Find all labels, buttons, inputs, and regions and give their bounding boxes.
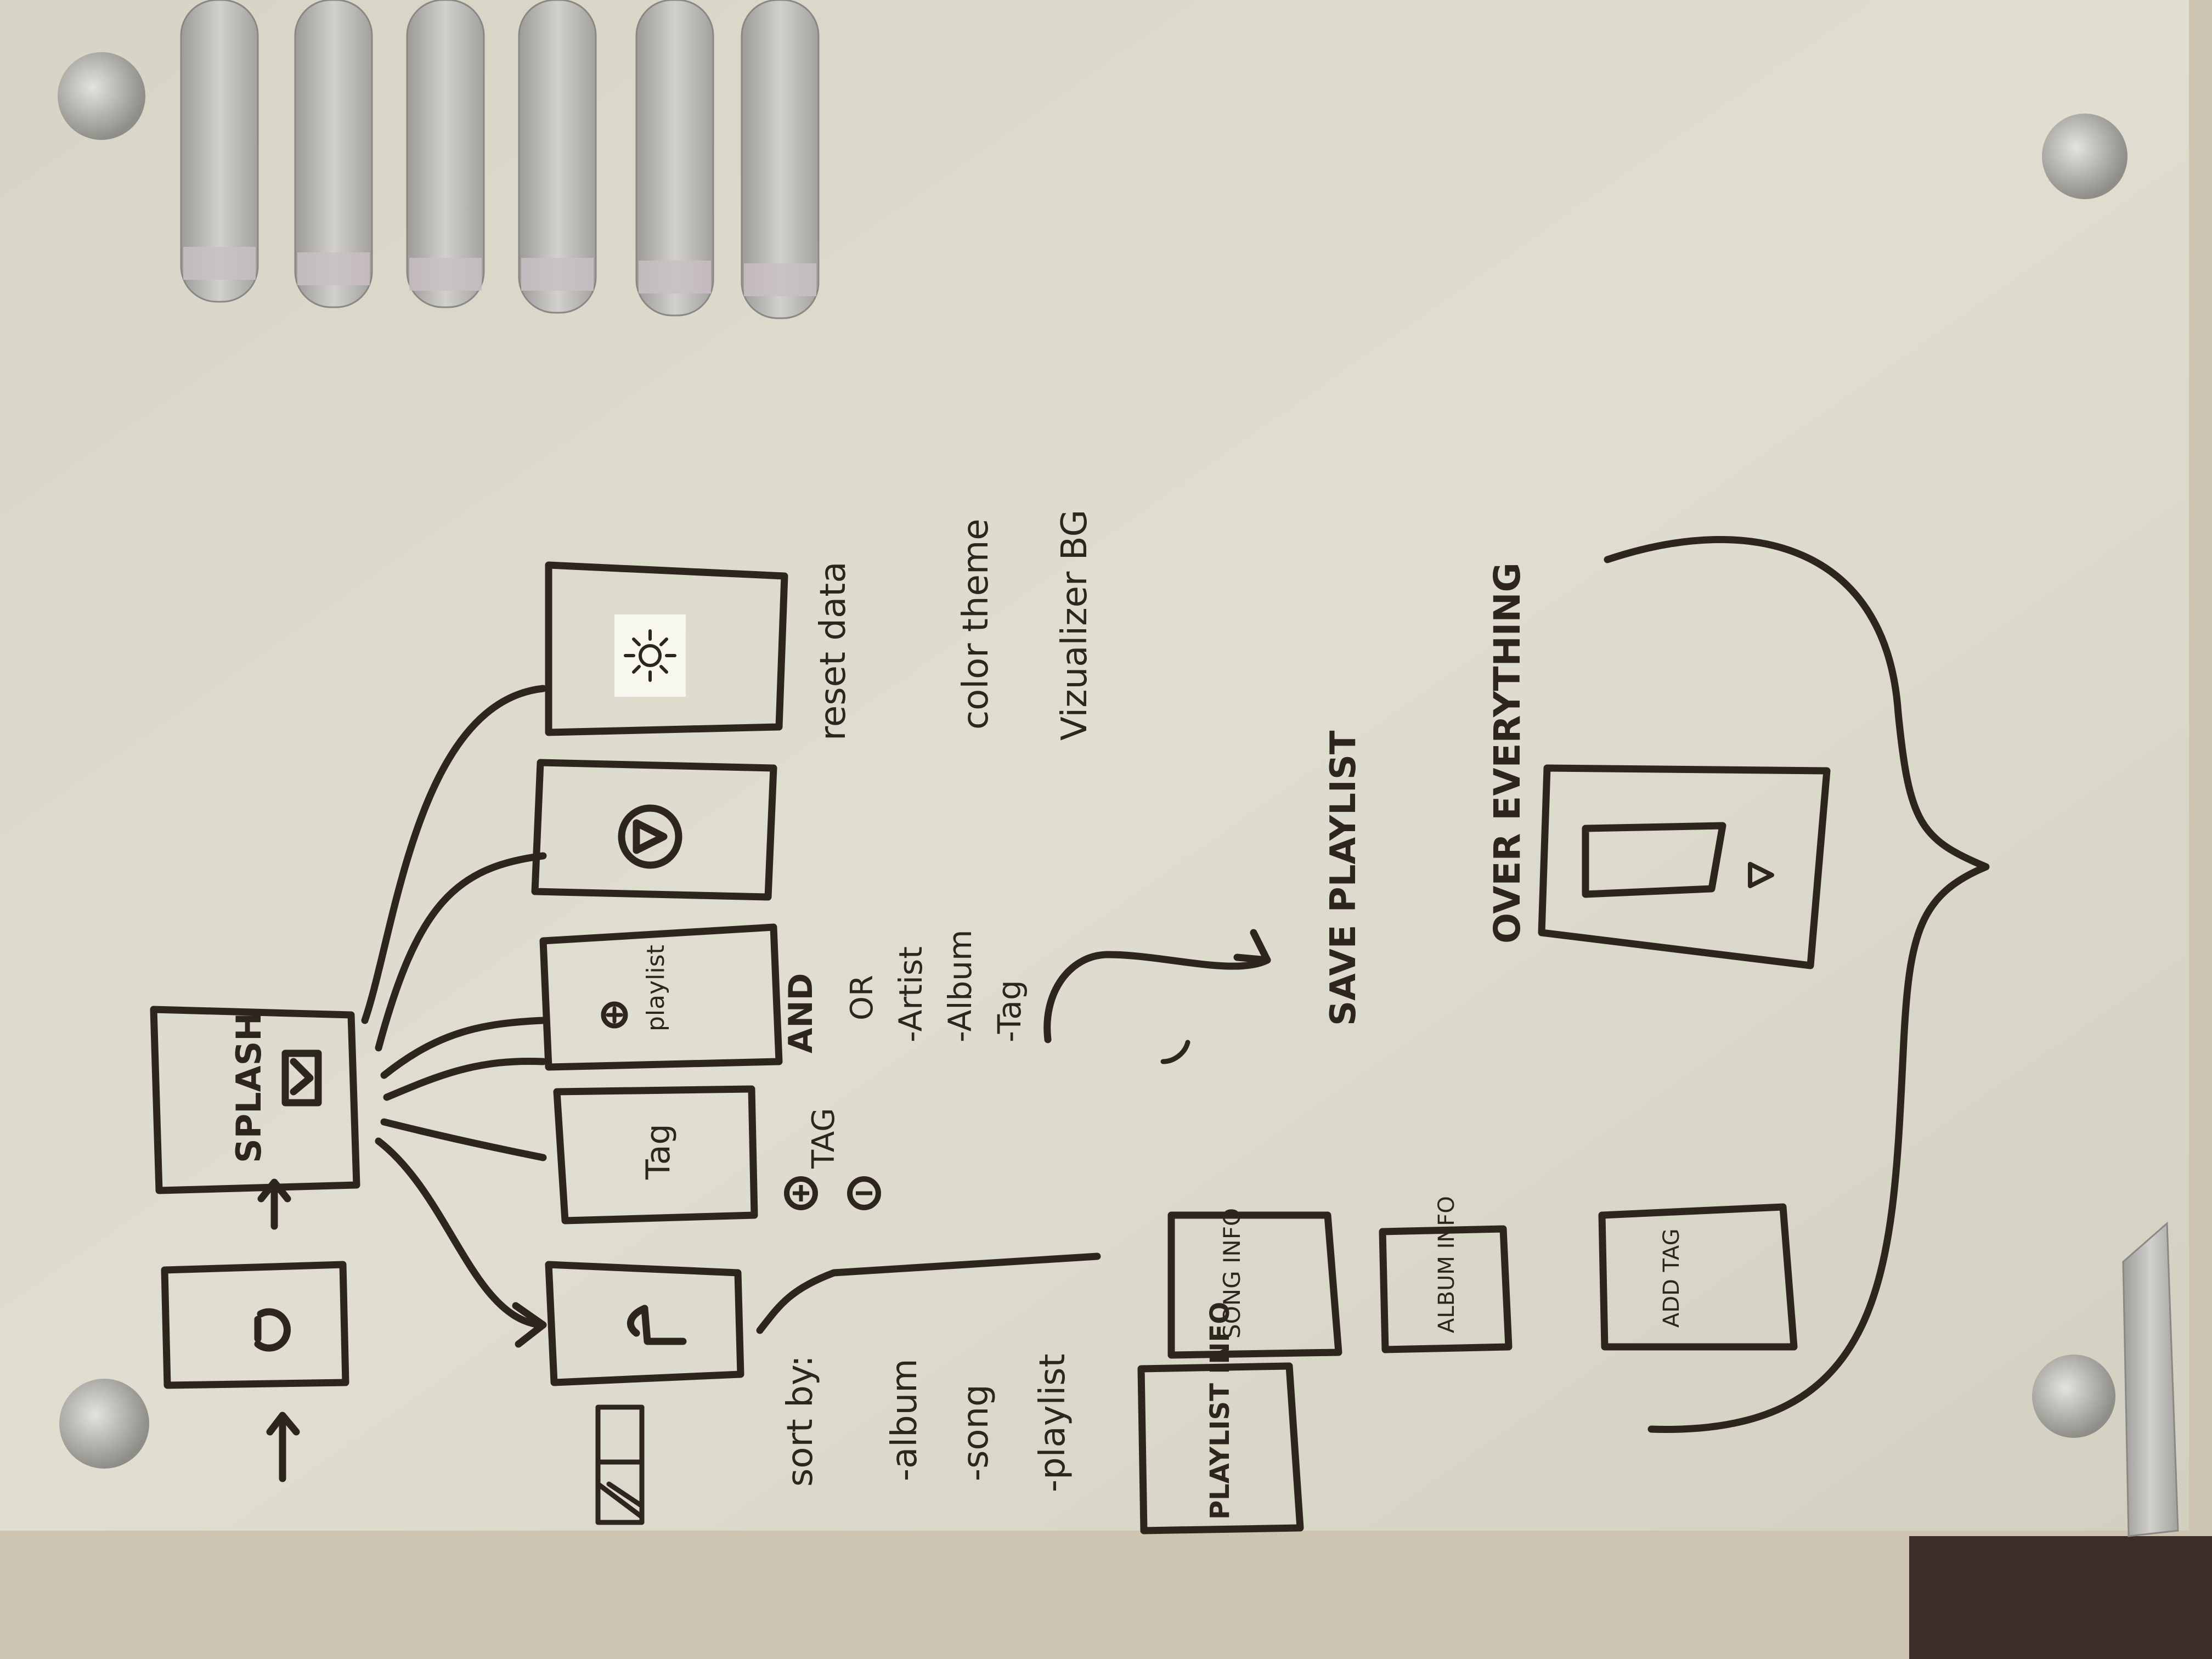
add-tag-screen: ADD TAG	[1598, 1203, 1798, 1351]
songs-screen	[545, 1261, 744, 1386]
list-icon	[595, 1404, 645, 1525]
marker-bar-tips	[183, 247, 816, 296]
marker-bar	[635, 0, 714, 317]
playlist-info-label: PLAYLIST INFO	[1205, 1302, 1235, 1520]
add-tag-label: ADD TAG	[1659, 1228, 1684, 1328]
album-info-screen: ALBUM INFO	[1379, 1196, 1513, 1353]
arrow-to-save-playlist	[1043, 929, 1271, 1043]
start-screen	[161, 1261, 349, 1389]
flow-diagram: SPLASH Tag	[150, 536, 1990, 1534]
standoff-knob	[2032, 1355, 2115, 1438]
marker-bar	[741, 0, 820, 319]
gear-icon	[624, 629, 676, 682]
tag-screen: Tag	[553, 1085, 758, 1224]
filter-item: -Artist	[892, 946, 929, 1042]
tag-actions: TAG	[784, 1108, 881, 1210]
filter-logic: AND	[782, 973, 820, 1053]
notes: sort by: -album -song -playlist TAG AND …	[780, 510, 1528, 1492]
album-info-label: ALBUM INFO	[1434, 1196, 1459, 1333]
settings-item: Vizualizer BG	[1054, 510, 1095, 741]
music-note-icon	[627, 1305, 687, 1345]
plus-circle-icon	[784, 1176, 818, 1210]
sort-by-underline	[756, 1252, 1101, 1334]
plus-circle-icon	[601, 1001, 628, 1029]
tag-action-label: TAG	[806, 1108, 842, 1169]
sort-by-item: -song	[956, 1384, 996, 1481]
splash-screen: SPLASH	[150, 1006, 360, 1194]
standoff-knob	[59, 1379, 149, 1469]
wall-bracket	[2122, 1221, 2179, 1537]
standoff-knob	[2042, 114, 2128, 199]
song-info-screen: SONG INFO	[1167, 1208, 1342, 1359]
filter-item: -Album	[941, 929, 979, 1042]
floor-mat	[1909, 1536, 2212, 1659]
marker-bar	[180, 0, 259, 303]
marker-bar	[518, 0, 597, 314]
playlist-screen: playlist	[539, 923, 783, 1071]
over-everything-label: OVER EVERYTHING	[1486, 562, 1528, 944]
playlist-label: playlist	[642, 945, 670, 1031]
filter-item: -Tag	[991, 980, 1028, 1042]
sort-by-title: sort by:	[780, 1355, 821, 1487]
over-everything-brace	[1604, 536, 1990, 1433]
filter-logic: OR	[844, 975, 880, 1020]
play-triangle-icon	[1748, 862, 1774, 888]
settings-item: color theme	[956, 518, 996, 730]
stray-mark	[1160, 1040, 1190, 1064]
marker-bar	[406, 0, 485, 308]
power-icon	[254, 1308, 291, 1352]
standoff-knob	[58, 52, 145, 140]
mini-screen-icon	[281, 1049, 322, 1107]
marker-bar	[294, 0, 373, 308]
play-circle-icon	[618, 804, 682, 869]
settings-item: reset data	[813, 561, 854, 741]
settings-screen	[545, 561, 788, 736]
playlist-info-screen: PLAYLIST INFO	[1137, 1302, 1304, 1534]
branch-connectors	[361, 685, 547, 1348]
minus-circle-icon	[847, 1176, 881, 1210]
arrow-start-to-splash	[257, 1178, 300, 1482]
splash-label: SPLASH	[229, 1013, 269, 1163]
overlay-screen	[1538, 764, 1831, 969]
marker-tray	[180, 0, 820, 319]
sort-by-item: -album	[884, 1358, 925, 1481]
sort-by-item: -playlist	[1032, 1353, 1073, 1492]
song-info-label: SONG INFO	[1218, 1208, 1245, 1339]
player-screen	[531, 759, 777, 901]
tag-label: Tag	[639, 1124, 678, 1180]
save-playlist-label: SAVE PLAYLIST	[1323, 730, 1364, 1026]
